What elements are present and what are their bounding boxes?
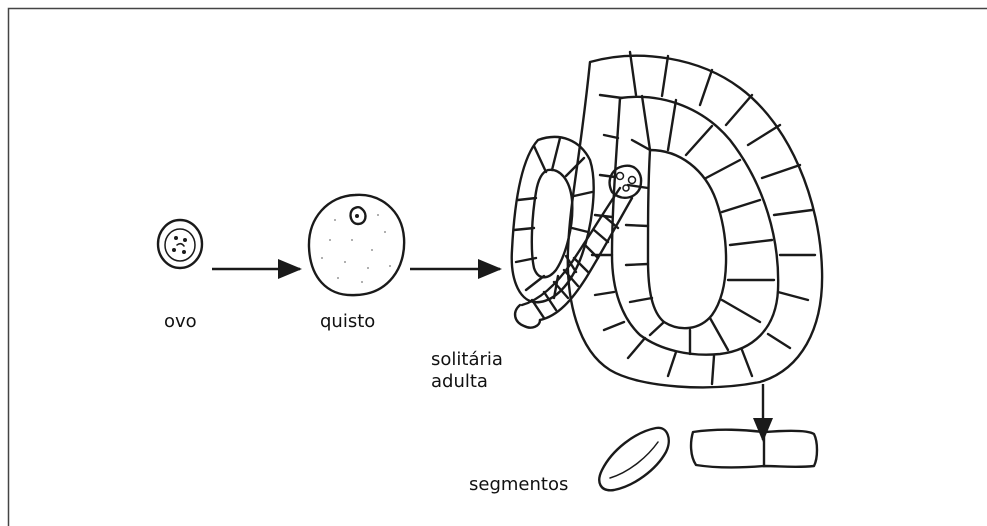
egg-hook	[174, 236, 178, 240]
segment-pair	[691, 430, 817, 468]
outer-band-segment-lines	[592, 52, 815, 384]
adult-label-line1: solitária	[431, 350, 503, 370]
outer-coil-edge	[568, 56, 822, 388]
figure-frame	[9, 9, 987, 526]
egg-hook	[172, 248, 176, 252]
middle-band-segment-lines	[626, 96, 774, 354]
segments-drawing	[599, 428, 817, 490]
egg-embryo	[177, 244, 184, 246]
egg-drawing	[158, 220, 202, 268]
segment-loose-inner	[610, 442, 658, 478]
scolex-sucker	[623, 185, 629, 191]
egg-hook	[182, 250, 186, 254]
scolex-sucker	[629, 177, 636, 184]
egg-inner-shell	[165, 229, 195, 261]
adult-tapeworm-drawing	[512, 52, 822, 387]
egg-label: ovo	[164, 312, 197, 332]
egg-hook	[183, 238, 187, 242]
left-loop-inner	[532, 170, 572, 277]
worm-neck-rings	[532, 216, 618, 318]
scolex-sucker	[617, 173, 624, 180]
cyst-label: quisto	[320, 312, 375, 332]
cyst-drawing	[309, 195, 404, 295]
adult-label-line2: adulta	[431, 372, 488, 392]
segments-label: segmentos	[469, 475, 568, 495]
cyst-outline	[309, 195, 404, 295]
segment-loose	[599, 428, 668, 490]
inner-coil-edge	[648, 150, 726, 328]
